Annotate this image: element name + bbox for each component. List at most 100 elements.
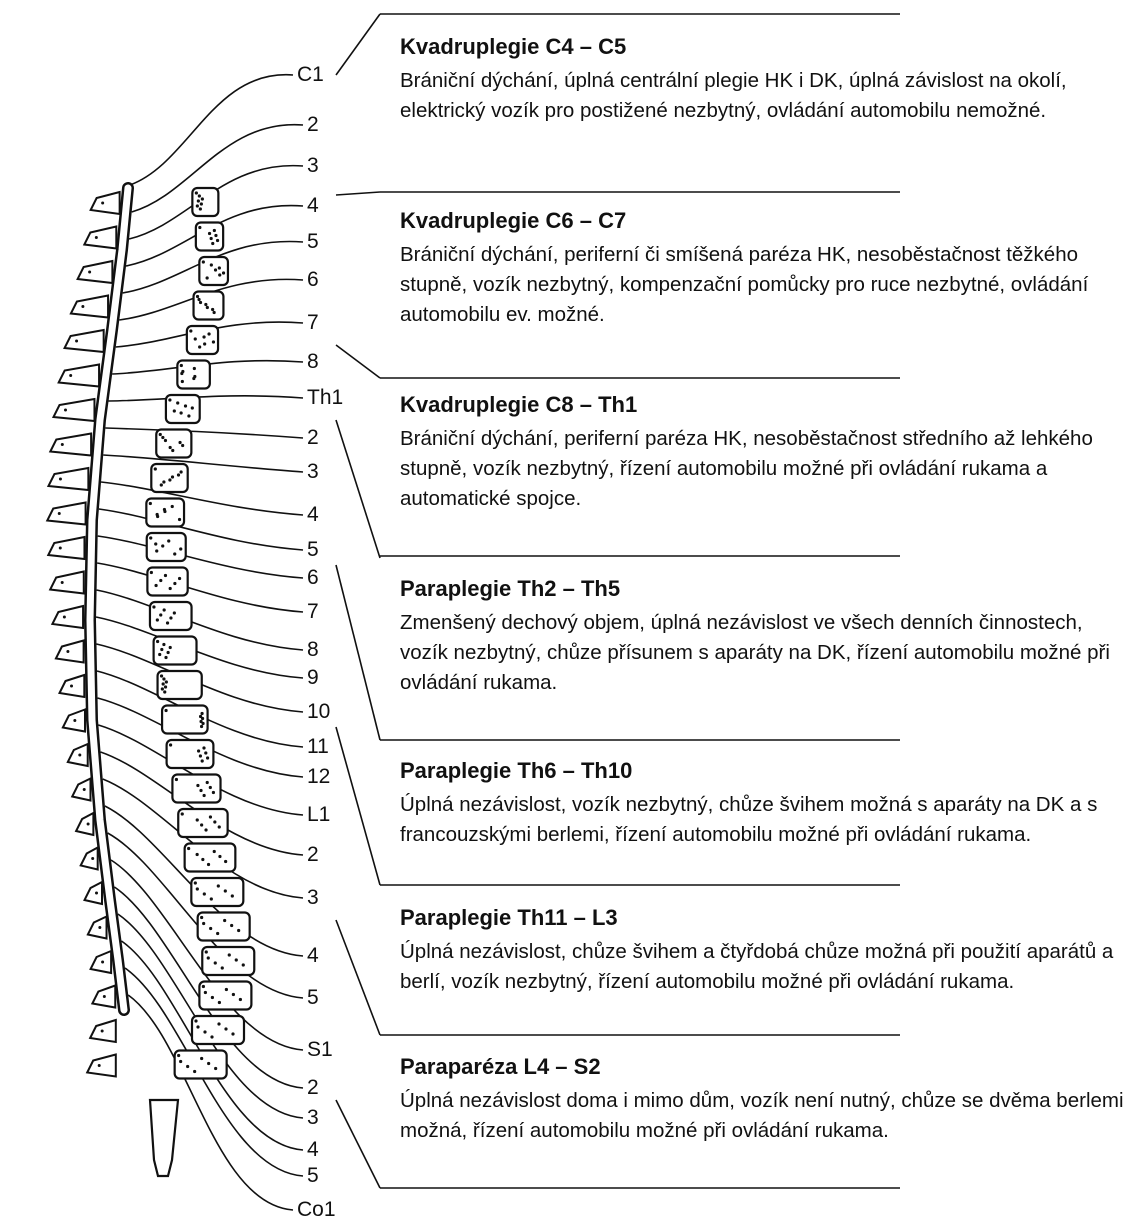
bone-texture-dot [177, 473, 180, 476]
bone-texture-dot [186, 1065, 189, 1068]
spinous-process [53, 399, 94, 421]
bone-texture-dot [162, 480, 165, 483]
bone-texture-dot [232, 993, 235, 996]
bone-texture-dot [59, 547, 62, 550]
bone-texture-dot [218, 825, 221, 828]
bone-texture-dot [212, 340, 215, 343]
bone-texture-dot [197, 749, 200, 752]
segment-label: 8 [307, 639, 319, 660]
bone-texture-dot [162, 643, 165, 646]
segment-label: 8 [307, 351, 319, 372]
spinous-process [71, 296, 108, 318]
bone-texture-dot [173, 409, 176, 412]
bone-texture-dot [189, 329, 192, 332]
vertebral-body [175, 1051, 227, 1079]
bone-texture-dot [154, 467, 157, 470]
spinous-process [84, 227, 116, 249]
vertebral-body [154, 637, 197, 665]
segment-label: L1 [307, 804, 330, 825]
bone-texture-dot [158, 653, 161, 656]
level-title: Paraplegie Th2 – Th5 [400, 576, 1130, 602]
spinous-process [50, 572, 84, 594]
bone-texture-dot [95, 892, 98, 895]
bone-texture-dot [213, 311, 216, 314]
bone-texture-dot [235, 958, 238, 961]
spinous-process [48, 537, 84, 559]
level-block-th2-th5: Paraplegie Th2 – Th5 Zmenšený dechový ob… [400, 576, 1130, 698]
bone-texture-dot [198, 345, 201, 348]
vertebral-body [198, 913, 250, 941]
bone-texture-dot [163, 608, 166, 611]
vertebral-column [47, 188, 254, 1176]
segment-label: 9 [307, 667, 319, 688]
bone-texture-dot [193, 367, 196, 370]
bracket-line [336, 727, 380, 885]
bone-texture-dot [179, 547, 182, 550]
bone-texture-dot [202, 922, 205, 925]
bone-texture-dot [198, 194, 201, 197]
level-block-th6-th10: Paraplegie Th6 – Th10 Úplná nezávislost,… [400, 758, 1130, 850]
bracket-line [336, 920, 380, 1035]
segment-label: 7 [307, 601, 319, 622]
segment-label: 2 [307, 114, 319, 135]
segment-label: 2 [307, 1077, 319, 1098]
bone-texture-dot [171, 449, 174, 452]
segment-label: 5 [307, 1165, 319, 1186]
bone-texture-dot [160, 483, 163, 486]
vertebral-body [178, 809, 227, 837]
bone-texture-dot [200, 725, 203, 728]
bone-texture-dot [206, 781, 209, 784]
bone-texture-dot [196, 818, 199, 821]
bone-texture-dot [193, 1070, 196, 1073]
bone-texture-dot [196, 295, 199, 298]
bone-texture-dot [152, 605, 155, 608]
nerve-line [97, 563, 303, 612]
nerve-line [101, 482, 303, 515]
bone-texture-dot [203, 342, 206, 345]
bone-texture-dot [231, 1032, 234, 1035]
segment-label: 4 [307, 945, 319, 966]
bone-texture-dot [199, 754, 202, 757]
bone-texture-dot [169, 616, 172, 619]
segment-label: 3 [307, 887, 319, 908]
bone-texture-dot [155, 549, 158, 552]
bone-texture-dot [169, 446, 172, 449]
bone-texture-dot [195, 191, 198, 194]
bone-texture-dot [201, 197, 204, 200]
bone-texture-dot [101, 202, 104, 205]
bone-texture-dot [217, 1022, 220, 1025]
bone-texture-dot [98, 1064, 101, 1067]
bone-texture-dot [73, 719, 76, 722]
segment-label: 12 [307, 766, 330, 787]
bone-texture-dot [160, 674, 163, 677]
spinous-process [56, 641, 84, 663]
bone-texture-dot [224, 1027, 227, 1030]
bone-texture-dot [209, 927, 212, 930]
bone-texture-dot [149, 502, 152, 505]
bone-texture-dot [217, 884, 220, 887]
bone-texture-dot [214, 1067, 217, 1070]
bone-texture-dot [178, 577, 181, 580]
bone-texture-dot [230, 924, 233, 927]
segment-label: 5 [307, 231, 319, 252]
bone-texture-dot [204, 303, 207, 306]
segment-label: 4 [307, 504, 319, 525]
bone-texture-dot [242, 963, 245, 966]
bone-texture-dot [203, 1030, 206, 1033]
spinous-process [91, 192, 120, 214]
bone-texture-dot [206, 756, 209, 759]
bone-texture-dot [171, 475, 174, 478]
bone-texture-dot [66, 650, 69, 653]
bone-texture-dot [207, 332, 210, 335]
bone-texture-dot [196, 853, 199, 856]
bone-texture-dot [209, 786, 212, 789]
bone-texture-dot [208, 232, 211, 235]
bone-texture-dot [180, 364, 183, 367]
bone-texture-dot [159, 579, 162, 582]
bone-texture-dot [83, 788, 86, 791]
bone-texture-dot [213, 229, 216, 232]
bone-texture-dot [63, 616, 66, 619]
bone-texture-dot [159, 613, 162, 616]
bone-texture-dot [59, 478, 62, 481]
spinous-process [88, 917, 107, 939]
